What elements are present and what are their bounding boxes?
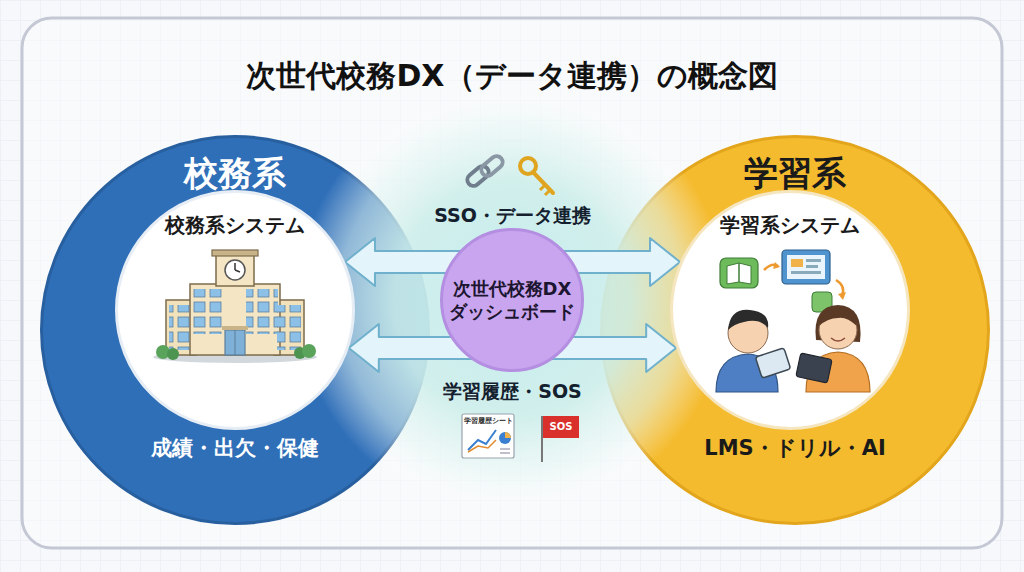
frame [22,18,1002,548]
system-inner-circle: 校務系システム [115,190,355,430]
sos-flag [542,416,579,462]
system-circle: 校務系成績・出欠・保健校務系システム [40,135,430,525]
chart-icon [462,414,514,458]
group-items: 成績・出欠・保健 [40,435,430,462]
system-name: 学習系システム [670,212,910,238]
edge-label: SSO・データ連携 [434,203,591,229]
system-name: 校務系システム [115,212,355,238]
dashboard-name: 次世代校務DX ダッシュボード [447,277,577,324]
flag-text: SOS [550,422,573,432]
system-inner-circle: 学習系システム [670,190,910,430]
learning-illustration [716,250,870,392]
group-heading: 学習系 [600,151,990,195]
system-circle: 学習系 LMS・ドリル・AI 学習系システム [600,135,990,525]
diagram-title: 次世代校務DX（データ連携）の概念図 [0,56,1024,97]
group-items: LMS・ドリル・AI [600,435,990,462]
chart-caption: 学習履歴シート [464,418,513,425]
group-heading: 校務系 [40,151,430,195]
school-illustration [153,250,317,363]
chain-key-icon [465,154,553,195]
circle-outline [440,228,584,372]
edge-label: 学習履歴・SOS [443,379,582,405]
dashboard-circle: 次世代校務DX ダッシュボード [440,228,584,372]
